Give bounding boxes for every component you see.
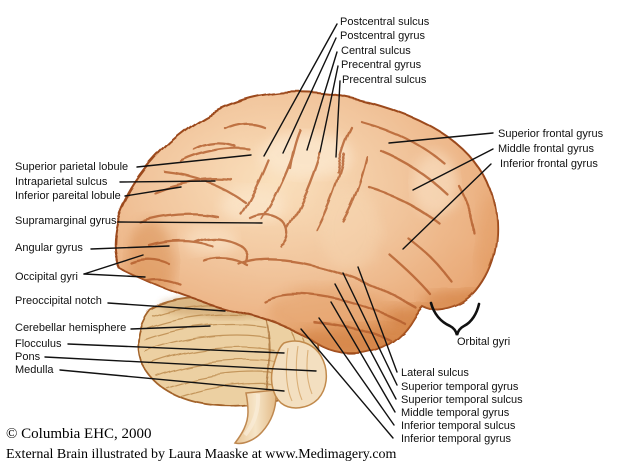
label-inferior-frontal-gyrus: Inferior frontal gyrus (500, 158, 598, 170)
leader-lines (44, 23, 494, 439)
label-precentral-gyrus: Precentral gyrus (341, 59, 422, 71)
leader-postcentral-sulcus (263, 23, 338, 157)
label-inferior-pareital-lobule: Inferior pareital lobule (15, 190, 121, 202)
label-superior-temporal-gyrus: Superior temporal gyrus (401, 381, 519, 393)
label-supramarginal-gyrus: Supramarginal gyrus (15, 215, 117, 227)
label-medulla: Medulla (15, 364, 54, 376)
label-lateral-sulcus: Lateral sulcus (401, 367, 469, 379)
leader-postcentral-gyrus (282, 37, 337, 154)
label-middle-temporal-gyrus: Middle temporal gyrus (401, 407, 510, 419)
leader-pons (44, 356, 317, 372)
leader-inferior-temporal-sulcus (318, 317, 395, 426)
leader-inferior-pareital-lobule (124, 186, 182, 197)
leader-inferior-frontal-gyrus (402, 163, 492, 250)
label-intraparietal-sulcus: Intraparietal sulcus (15, 176, 108, 188)
cerebrum (112, 91, 499, 355)
label-superior-parietal-lobule: Superior parietal lobule (15, 161, 129, 173)
label-occipital-gyri: Occipital gyri (15, 271, 78, 283)
leader-preoccipital-notch (107, 302, 226, 312)
leader-flocculus (67, 343, 285, 354)
label-cerebellar-hemisphere: Cerebellar hemisphere (15, 322, 127, 334)
label-postcentral-sulcus: Postcentral sulcus (340, 16, 430, 28)
leader-superior-temporal-gyrus (342, 272, 398, 386)
leader-medulla (59, 369, 285, 392)
label-precentral-sulcus: Precentral sulcus (342, 74, 427, 86)
orbital-gyri-brace (429, 301, 481, 336)
copyright-credit: © Columbia EHC, 2000 (6, 426, 152, 442)
leader-middle-temporal-gyrus (330, 301, 396, 413)
leader-lateral-sulcus (357, 266, 398, 373)
label-inferior-temporal-sulcus: Inferior temporal sulcus (401, 420, 516, 432)
label-pons: Pons (15, 351, 41, 363)
label-angular-gyrus: Angular gyrus (15, 242, 83, 254)
leader-angular-gyrus (90, 245, 170, 250)
label-preoccipital-notch: Preoccipital notch (15, 295, 102, 307)
leader-precentral-sulcus (335, 80, 341, 158)
leader-occipital-gyri-lower (83, 273, 146, 278)
leader-middle-frontal-gyrus (412, 148, 494, 191)
illustrator-credit: External Brain illustrated by Laura Maas… (6, 447, 397, 462)
brainstem (233, 340, 327, 445)
label-orbital-gyri: Orbital gyri (457, 336, 511, 348)
leader-inferior-temporal-gyrus (300, 328, 394, 439)
leader-cerebellar-hemisphere (130, 325, 211, 330)
leader-supramarginal-gyrus (117, 221, 263, 224)
leader-precentral-gyrus (319, 65, 339, 153)
pons-shape (270, 340, 327, 409)
label-inferior-temporal-gyrus: Inferior temporal gyrus (401, 433, 512, 445)
label-postcentral-gyrus: Postcentral gyrus (340, 30, 425, 42)
label-flocculus: Flocculus (15, 338, 62, 350)
leader-superior-parietal-lobule (136, 154, 252, 168)
leader-occipital-gyri-upper (83, 254, 144, 275)
label-superior-temporal-sulcus: Superior temporal sulcus (401, 394, 523, 406)
label-central-sulcus: Central sulcus (341, 45, 411, 57)
leader-superior-frontal-gyrus (388, 132, 494, 144)
leader-superior-temporal-sulcus (334, 283, 397, 400)
label-superior-frontal-gyrus: Superior frontal gyrus (498, 128, 604, 140)
leader-central-sulcus (306, 51, 338, 151)
leader-intraparietal-sulcus (119, 180, 216, 183)
label-middle-frontal-gyrus: Middle frontal gyrus (498, 143, 594, 155)
